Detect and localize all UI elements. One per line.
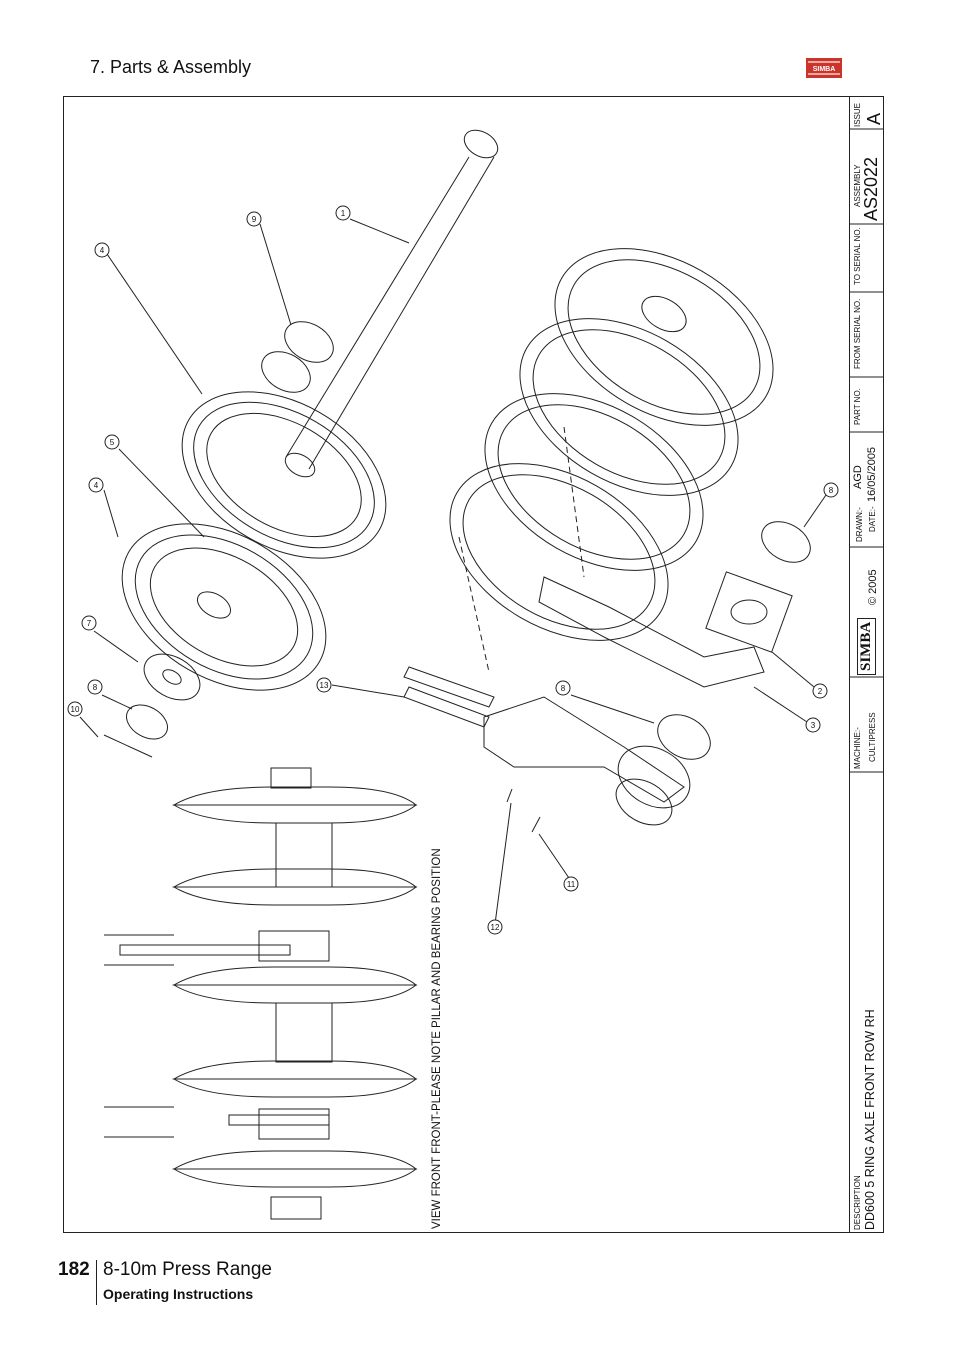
title-block: ISSUE A ASSEMBLY AS2022 TO SERIAL NO. FR… [849, 97, 884, 1232]
pillar-bracket-lower [483, 696, 685, 803]
svg-text:9: 9 [252, 215, 257, 224]
bolt-12 [506, 788, 513, 803]
callout-4a: 4 [94, 242, 110, 258]
axle-shaft [285, 156, 470, 458]
drawing-frame [63, 96, 884, 1233]
callout-8a: 8 [555, 680, 571, 696]
svg-text:2: 2 [818, 687, 823, 696]
pillar-bracket-upper [538, 576, 765, 688]
footer-title: 8-10m Press Range [103, 1259, 272, 1280]
flange-bearing [705, 571, 793, 653]
svg-text:7: 7 [87, 619, 92, 628]
callout-3: 3 [805, 717, 821, 733]
callout-12: 12 [487, 919, 503, 935]
callout-2: 2 [812, 683, 828, 699]
bolt-11 [531, 816, 541, 833]
footer-subtitle: Operating Instructions [103, 1286, 254, 1302]
section-title: 7. Parts & Assembly [90, 57, 252, 77]
axle-end-flange [463, 129, 499, 159]
page-number: 182 [58, 1259, 90, 1280]
bearing-washer-lower [657, 714, 711, 760]
callout-10: 10 [67, 701, 83, 717]
footer-divider [96, 1260, 97, 1305]
spacer-bush [284, 321, 334, 363]
svg-text:1: 1 [341, 209, 346, 218]
callout-7: 7 [81, 615, 97, 631]
lynch-pin [103, 734, 153, 758]
svg-text:8: 8 [93, 683, 98, 692]
svg-text:4: 4 [100, 246, 105, 255]
disc-stack-3 [484, 393, 704, 571]
u-clamp-13 [403, 666, 495, 728]
press-disc-lower [121, 523, 327, 691]
disc-stack-4 [449, 463, 669, 641]
callout-5: 5 [104, 434, 120, 450]
locking-collar [126, 704, 168, 740]
front-view-assembly [104, 767, 418, 1220]
bearing-washer-upper [761, 521, 811, 563]
lower-bearing-housing [617, 745, 691, 809]
logo-text: SIMBA [813, 66, 836, 73]
press-disc-upper [181, 391, 387, 559]
svg-text:11: 11 [567, 880, 576, 889]
svg-text:3: 3 [811, 721, 816, 730]
svg-text:13: 13 [320, 681, 329, 690]
svg-text:4: 4 [94, 481, 99, 490]
callout-9: 8 [87, 679, 103, 695]
svg-text:5: 5 [110, 438, 115, 447]
callout-6: 9 [246, 211, 262, 227]
callout-13: 13 [316, 677, 332, 693]
callout-11: 11 [563, 876, 579, 892]
callout-8b: 8 [823, 482, 839, 498]
svg-text:8: 8 [829, 486, 834, 495]
exploded-assembly-drawing: 1 9 4 5 4 7 8 10 13 8 8 2 3 11 12 [67, 129, 839, 1220]
disc-stack-2 [519, 318, 739, 496]
callout-1: 1 [335, 205, 351, 221]
svg-text:8: 8 [561, 684, 566, 693]
bearing-washer [143, 653, 201, 701]
svg-text:10: 10 [71, 705, 80, 714]
simba-logo: SIMBA [806, 58, 842, 78]
view-note: VIEW FRONT FRONT-PLEASE NOTE PILLAR AND … [431, 848, 443, 1229]
callout-4b: 4 [88, 477, 104, 493]
disc-stack-1 [554, 248, 774, 426]
title-block-dividers [850, 128, 884, 773]
svg-text:12: 12 [491, 923, 500, 932]
